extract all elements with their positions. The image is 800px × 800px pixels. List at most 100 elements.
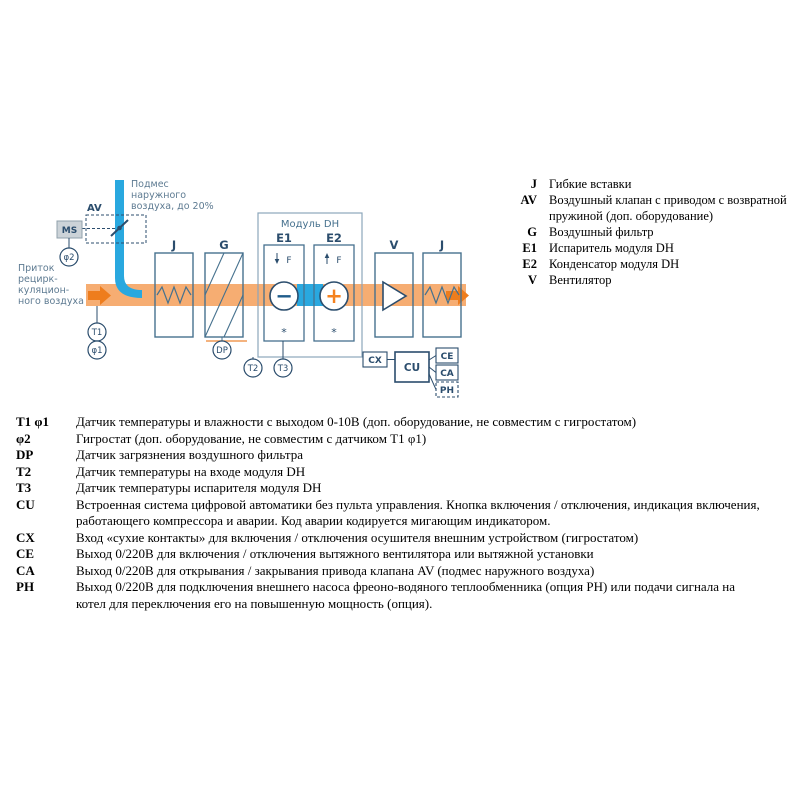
- legend-desc: Испаритель модуля DH: [549, 241, 674, 255]
- label-av: AV: [87, 203, 102, 214]
- v-box: [374, 252, 414, 338]
- sensor-dp: DP: [212, 337, 232, 360]
- legend-item-dp: DP Датчик загрязнения воздушного фильтра: [16, 447, 764, 464]
- flex-insert-j2: J: [422, 238, 462, 338]
- legend-item-cx: CX Вход «сухие контакты» для включения /…: [16, 530, 764, 547]
- label-t2: T2: [247, 364, 259, 374]
- valve-dashed-box: [85, 214, 147, 244]
- label-f2: F: [336, 256, 341, 266]
- legend-item-cu: CU Встроенная система цифровой автоматик…: [16, 497, 764, 530]
- legend-desc: Гигростат (доп. оборудование, не совмест…: [76, 430, 427, 446]
- outdoor-air-line2: наружного: [131, 190, 186, 201]
- label-ms: MS: [62, 226, 77, 236]
- label-g: G: [219, 238, 228, 252]
- g-hatch-2: [204, 252, 225, 296]
- legend-term: CE: [16, 546, 35, 561]
- legend-item-t3: T3 Датчик температуры испарителя модуля …: [16, 480, 764, 497]
- cu-ph-line: [428, 373, 437, 390]
- legend-item-t1phi1: T1 φ1 Датчик температуры и влажности с в…: [16, 414, 764, 431]
- legend-desc: Вход «сухие контакты» для включения / от…: [76, 529, 639, 545]
- legend-desc: Конденсатор модуля DH: [549, 257, 680, 271]
- label-j2: J: [439, 238, 444, 252]
- cooled-air-segment: [297, 284, 323, 306]
- j1-zigzag-icon: [156, 285, 192, 305]
- phi2-circle: [59, 247, 79, 267]
- legend-item-e1: E1 Испаритель модуля DH: [505, 240, 790, 256]
- legend-desc: Датчик температуры испарителя модуля DH: [76, 480, 322, 495]
- hygrostat-phi2: φ2: [59, 238, 79, 267]
- g-hatch-3: [223, 294, 244, 338]
- e1-star: *: [281, 326, 287, 339]
- t3-circle: [273, 358, 293, 378]
- outlet-arrow-icon: [446, 286, 469, 305]
- intake-line2: рецирк-: [18, 274, 58, 285]
- legend-item-v: V Вентилятор: [505, 272, 790, 288]
- legend-term: DP: [16, 447, 34, 462]
- legend-term: J: [530, 177, 537, 191]
- legend-item-g: G Воздушный фильтр: [505, 224, 790, 240]
- legend-desc: Воздушный клапан с приводом с возвратной…: [549, 193, 787, 223]
- legend-term: E1: [522, 241, 537, 255]
- e1-circle: [269, 281, 299, 311]
- legend-item-e2: E2 Конденсатор модуля DH: [505, 256, 790, 272]
- phi1-circle: [87, 340, 107, 360]
- outdoor-air-label: Подмес наружного воздуха, до 20%: [131, 179, 214, 212]
- fan-triangle-icon: [382, 280, 408, 312]
- legend-desc: Выход 0/220В для открывания / закрывания…: [76, 562, 595, 578]
- down-arrow-icon: [274, 259, 280, 264]
- label-t3: T3: [277, 364, 289, 374]
- intake-line1: Приток: [18, 263, 55, 274]
- legend-item-t2: T2 Датчик температуры на входе модуля DH: [16, 464, 764, 481]
- e2-box: [313, 244, 355, 342]
- e1-box: [263, 244, 305, 342]
- ph-box: [435, 381, 459, 398]
- legend-desc: Выход 0/220В для подключения внешнего на…: [76, 579, 736, 611]
- hvac-schematic: AV MS φ2 Подмес наружного воздуха, до 20…: [18, 179, 469, 398]
- legend-item-ce: CE Выход 0/220В для включения / отключен…: [16, 546, 764, 563]
- evaporator-e1: E1 F − *: [263, 231, 305, 342]
- sensor-t1-phi1: T1 φ1: [87, 306, 107, 360]
- legend-term: AV: [520, 193, 537, 207]
- label-phi2: φ2: [63, 253, 74, 263]
- duct-elbow: [115, 270, 142, 298]
- label-ca: CA: [440, 369, 454, 379]
- g-hatch-1: [204, 252, 244, 338]
- cu-ca-line: [428, 366, 437, 373]
- j2-box: [422, 252, 462, 338]
- t2-circle: [243, 358, 263, 378]
- label-t1: T1: [91, 328, 103, 338]
- legend-desc: Встроенная система цифровой автоматики б…: [76, 496, 760, 529]
- valve-av: AV: [82, 203, 147, 244]
- legend-desc: Воздушный фильтр: [549, 225, 654, 239]
- label-phi1: φ1: [91, 346, 102, 356]
- module-dh: Модуль DH: [257, 212, 363, 358]
- cu-ce-line: [428, 355, 437, 361]
- intake-line4: ного воздуха: [18, 296, 84, 307]
- outdoor-air-line3: воздуха, до 20%: [131, 201, 214, 212]
- e2-star: *: [331, 326, 337, 339]
- inlet-arrow-icon: [88, 286, 111, 305]
- ca-box: [435, 364, 459, 381]
- condenser-e2: E2 F + *: [313, 231, 355, 342]
- minus-sign: −: [275, 284, 293, 308]
- legend-item-j: J Гибкие вставки: [505, 176, 790, 192]
- legend-desc: Вентилятор: [549, 273, 612, 287]
- label-e1: E1: [276, 231, 292, 245]
- legend-item-ph: PH Выход 0/220В для подключения внешнего…: [16, 579, 764, 612]
- cu-box: [394, 351, 430, 383]
- legend-item-av: AV Воздушный клапан с приводом с возврат…: [505, 192, 790, 224]
- legend-desc: Гибкие вставки: [549, 177, 632, 191]
- label-j1: J: [171, 238, 176, 252]
- dp-circle: [212, 340, 232, 360]
- legend-term: E2: [522, 257, 537, 271]
- legend-term: CA: [16, 562, 35, 578]
- j1-box: [154, 252, 194, 338]
- legend-term: PH: [16, 579, 35, 594]
- legend-term: CU: [16, 496, 35, 512]
- label-cu: CU: [404, 362, 420, 374]
- filter-g: G: [204, 238, 247, 342]
- label-module-dh: Модуль DH: [281, 219, 339, 230]
- legend-term: φ2: [16, 430, 31, 446]
- valve-pivot: [117, 225, 122, 231]
